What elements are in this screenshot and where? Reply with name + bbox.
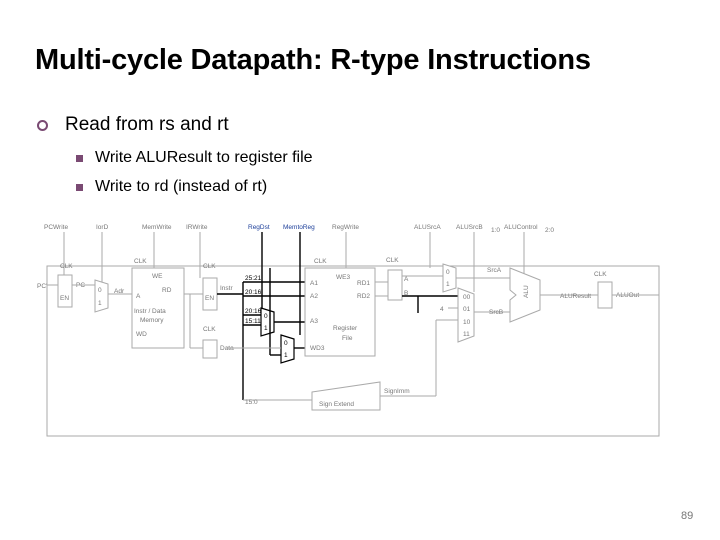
label-en-pc: EN xyxy=(60,295,69,302)
label-bits-20-16-mux: 20:16 xyxy=(245,308,262,315)
control-regdst: RegDst xyxy=(248,224,270,231)
bullet-item: Read from rs and rt xyxy=(37,114,229,136)
label-aluresult: ALUResult xyxy=(560,293,591,300)
label-clk-pc: CLK xyxy=(60,263,73,270)
sub-bullet-item-2: Write to rd (instead of rt) xyxy=(76,178,267,196)
label-rd2: RD2 xyxy=(357,293,370,300)
label-pc-prime: PC' xyxy=(37,283,47,290)
label-bits-20-16: 20:16 xyxy=(245,289,262,296)
alusrcb-mux xyxy=(457,287,475,343)
sub-bullet-text-1: Write ALUResult to register file xyxy=(95,149,313,166)
label-reg-b: B xyxy=(404,290,408,297)
label-mem-line2: Memory xyxy=(140,317,164,324)
label-alu: ALU xyxy=(523,285,530,298)
label-a2: A2 xyxy=(310,293,318,300)
label-bits-15-0: 15:0 xyxy=(245,399,258,406)
label-mux-regdst-1: 1 xyxy=(264,325,268,332)
label-mux-srca-0: 0 xyxy=(446,269,450,276)
instr-data-memory xyxy=(131,267,185,349)
label-mux-srcb-00: 00 xyxy=(463,294,471,301)
label-signimm: SignImm xyxy=(384,388,410,395)
label-mux-srcb-11: 11 xyxy=(463,331,470,338)
label-wd-mem: WD xyxy=(136,331,147,338)
square-bullet-icon xyxy=(76,183,83,191)
label-rd-mem: RD xyxy=(162,287,172,294)
control-alusrca: ALUSrcA xyxy=(414,224,441,231)
label-mux-memtoreg-0: 0 xyxy=(284,340,288,347)
label-clk-ir: CLK xyxy=(203,263,216,270)
label-srcb: SrcB xyxy=(489,309,503,316)
slide-title: Multi-cycle Datapath: R-type Instruction… xyxy=(35,44,591,76)
control-irwrite: IRWrite xyxy=(186,224,208,231)
label-rd1: RD1 xyxy=(357,280,370,287)
label-mux-iord-0: 0 xyxy=(98,287,102,294)
label-reg-line1: Register xyxy=(333,325,358,332)
label-wd3: WD3 xyxy=(310,345,325,352)
label-instr: Instr xyxy=(220,285,233,292)
memtoreg-mux xyxy=(280,334,295,364)
iord-mux xyxy=(94,279,109,313)
feedback-wire-box xyxy=(46,265,660,437)
label-mux-iord-1: 1 xyxy=(98,300,102,307)
control-alucontrol-subscript: 2:0 xyxy=(545,227,554,234)
control-alusrcb-subscript: 1:0 xyxy=(491,227,500,234)
register-file xyxy=(304,267,376,357)
label-four: 4 xyxy=(440,306,444,313)
bullet-text: Read from rs and rt xyxy=(65,114,229,135)
control-alusrcb: ALUSrcB xyxy=(456,224,483,231)
control-alucontrol: ALUControl xyxy=(504,224,538,231)
ab-registers xyxy=(387,269,403,301)
control-regwrite: RegWrite xyxy=(332,224,359,231)
label-a-mem: A xyxy=(136,293,141,300)
label-we3: WE3 xyxy=(336,274,350,281)
label-clk-aluout: CLK xyxy=(594,271,607,278)
label-mux-srcb-10: 10 xyxy=(463,319,471,326)
instruction-register xyxy=(202,277,218,311)
label-clk-data: CLK xyxy=(203,326,216,333)
label-mem-line1: Instr / Data xyxy=(134,308,166,315)
label-mux-memtoreg-1: 1 xyxy=(284,352,288,359)
data-register xyxy=(202,339,218,359)
label-mux-srca-1: 1 xyxy=(446,281,450,288)
control-iord: IorD xyxy=(96,224,109,231)
label-bits-25-21: 25:21 xyxy=(245,275,262,282)
label-sign-extend: Sign Extend xyxy=(319,401,354,408)
control-memwrite: MemWrite xyxy=(142,224,172,231)
label-clk-mem: CLK xyxy=(134,258,147,265)
label-a1: A1 xyxy=(310,280,318,287)
circle-bullet-icon xyxy=(37,119,48,131)
label-adr: Adr xyxy=(114,288,125,295)
label-we-mem: WE xyxy=(152,273,163,280)
label-en-ir: EN xyxy=(205,295,214,302)
label-mux-srcb-01: 01 xyxy=(463,306,471,313)
aluout-register xyxy=(597,281,613,309)
alusrca-mux xyxy=(442,263,457,293)
control-memtoreg: MemtoReg xyxy=(283,224,315,231)
label-clk-ab: CLK xyxy=(386,257,399,264)
pc-register xyxy=(57,274,73,308)
control-pcwrite: PCWrite xyxy=(44,224,68,231)
label-srca: SrcA xyxy=(487,267,502,274)
sub-bullet-item-1: Write ALUResult to register file xyxy=(76,149,313,167)
sign-extend-unit xyxy=(311,381,381,411)
label-mux-regdst-0: 0 xyxy=(264,313,268,320)
label-clk-rf: CLK xyxy=(314,258,327,265)
label-reg-line2: File xyxy=(342,335,353,342)
page-number: 89 xyxy=(681,510,694,522)
square-bullet-icon xyxy=(76,154,83,162)
label-reg-a: A xyxy=(404,276,409,283)
label-bits-15-11: 15:11 xyxy=(245,318,261,325)
sub-bullet-text-2: Write to rd (instead of rt) xyxy=(95,178,268,195)
alu xyxy=(509,267,541,323)
label-a3: A3 xyxy=(310,318,318,325)
